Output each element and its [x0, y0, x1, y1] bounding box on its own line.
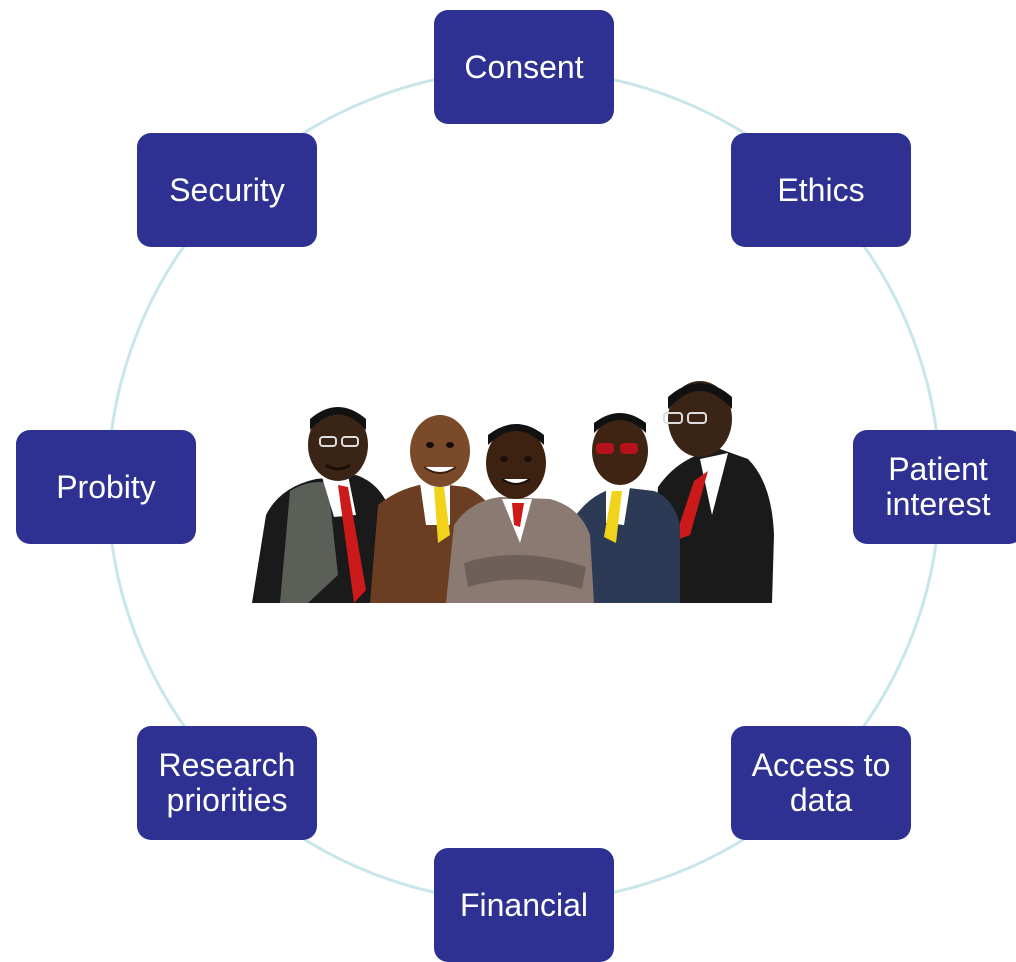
person-5	[650, 381, 774, 603]
group-of-businessmen-image	[250, 375, 776, 605]
person-1	[252, 407, 392, 603]
node-consent: Consent	[434, 10, 614, 124]
node-probity: Probity	[16, 430, 196, 544]
node-research-priorities: Research priorities	[137, 726, 317, 840]
node-patient-interest: Patient interest	[853, 430, 1016, 544]
person-3	[446, 424, 594, 603]
person-4	[570, 413, 680, 603]
node-ethics: Ethics	[731, 133, 911, 247]
node-financial: Financial	[434, 848, 614, 962]
node-security: Security	[137, 133, 317, 247]
node-access-to-data: Access to data	[731, 726, 911, 840]
